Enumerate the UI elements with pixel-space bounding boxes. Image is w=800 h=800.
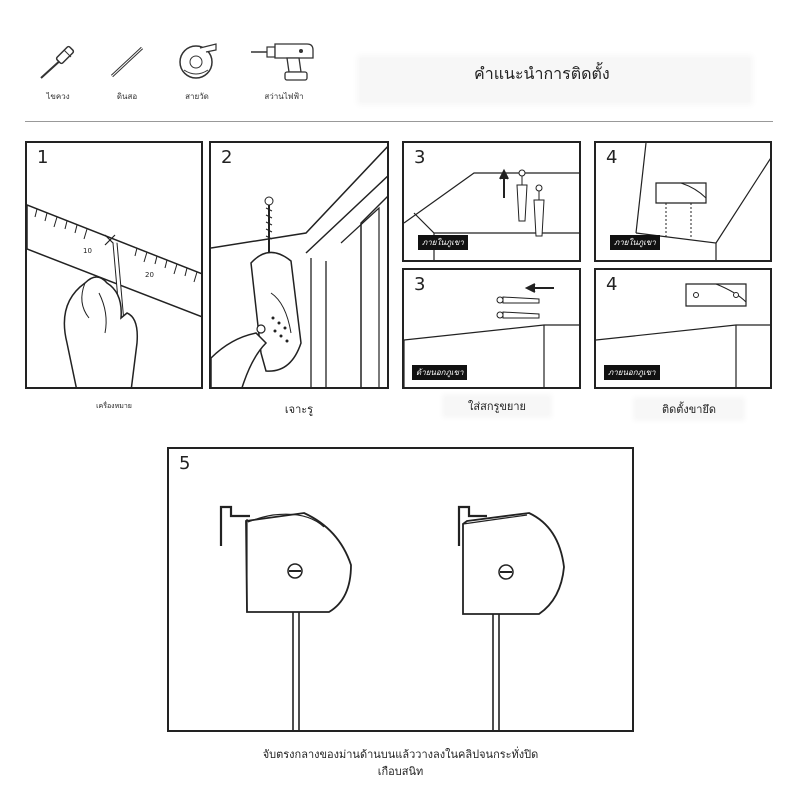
inner-mount-tag: ภายในภูเขา [418, 235, 468, 250]
tool-pencil: ดินสอ [87, 38, 167, 103]
title-background [360, 58, 750, 102]
tool-electric-drill: สว่านไฟฟ้า [244, 38, 324, 103]
outer-mount-tag: ด้ายนอกภูเขา [412, 365, 468, 380]
cassette-clip-illustration [219, 505, 565, 730]
step-5-caption-line-1: จับตรงกลางของม่านด้านบนแล้ววางลงในคลิปจน… [262, 748, 539, 761]
step-4-caption: ติดตั้งขายึด [636, 400, 742, 418]
step-1-caption: เครื่องหมาย [96, 402, 132, 410]
ruler-tick-label: 20 [145, 271, 154, 279]
step-3-caption: ใส่สกรูขยาย [445, 397, 549, 415]
step-5-panel: 5 [167, 447, 634, 732]
tool-label: สว่านไฟฟ้า [264, 92, 304, 101]
outer-mount-bracket-illustration [596, 283, 770, 387]
tool-tape-measure: สายวัด [157, 38, 237, 103]
marking-illustration: 10 20 [27, 204, 201, 387]
inner-mount-anchor-illustration [404, 168, 579, 260]
step-4-outer-panel: 4 ภายนอกภูเขา [594, 268, 772, 389]
step-number: 4 [606, 274, 618, 295]
tool-label: ไขควง [46, 92, 70, 101]
step-number: 3 [414, 274, 426, 295]
pencil-icon [110, 46, 144, 78]
outer-mount-anchor-illustration [404, 283, 579, 387]
step-number: 2 [221, 147, 233, 168]
step-number: 5 [179, 453, 191, 474]
inner-mount-tag: ภายในภูเขา [610, 235, 660, 250]
tool-screwdriver: ไขควง [18, 38, 98, 103]
drilling-illustration [211, 146, 387, 387]
step-number: 1 [37, 147, 49, 168]
step-2-panel: 2 [209, 141, 389, 389]
ruler-tick-label: 10 [83, 247, 92, 255]
screwdriver-icon [40, 45, 75, 79]
outer-mount-tag: ภายนอกภูเขา [604, 365, 660, 380]
step-4-inner-panel: 4 ภายในภูเขา [594, 141, 772, 262]
tape-measure-icon [179, 43, 217, 79]
step-1-panel: 1 10 20 [25, 141, 203, 389]
step-number: 4 [606, 147, 618, 168]
step-2-caption: เจาะรู [284, 403, 314, 416]
step-3-inner-panel: 3 ภายในภูเขา [402, 141, 581, 262]
step-number: 3 [414, 147, 426, 168]
inner-mount-bracket-illustration [635, 143, 770, 260]
step-3-outer-panel: 3 ด้ายนอกภูเขา [402, 268, 581, 389]
step-5-caption-line-2: เกือบสนิท [377, 765, 424, 778]
tool-label: ดินสอ [116, 92, 138, 101]
tool-label: สายวัด [185, 92, 209, 101]
electric-drill-icon [251, 43, 314, 81]
divider [25, 121, 773, 122]
page-title: คำแนะนำการติดตั้ง [474, 64, 610, 83]
